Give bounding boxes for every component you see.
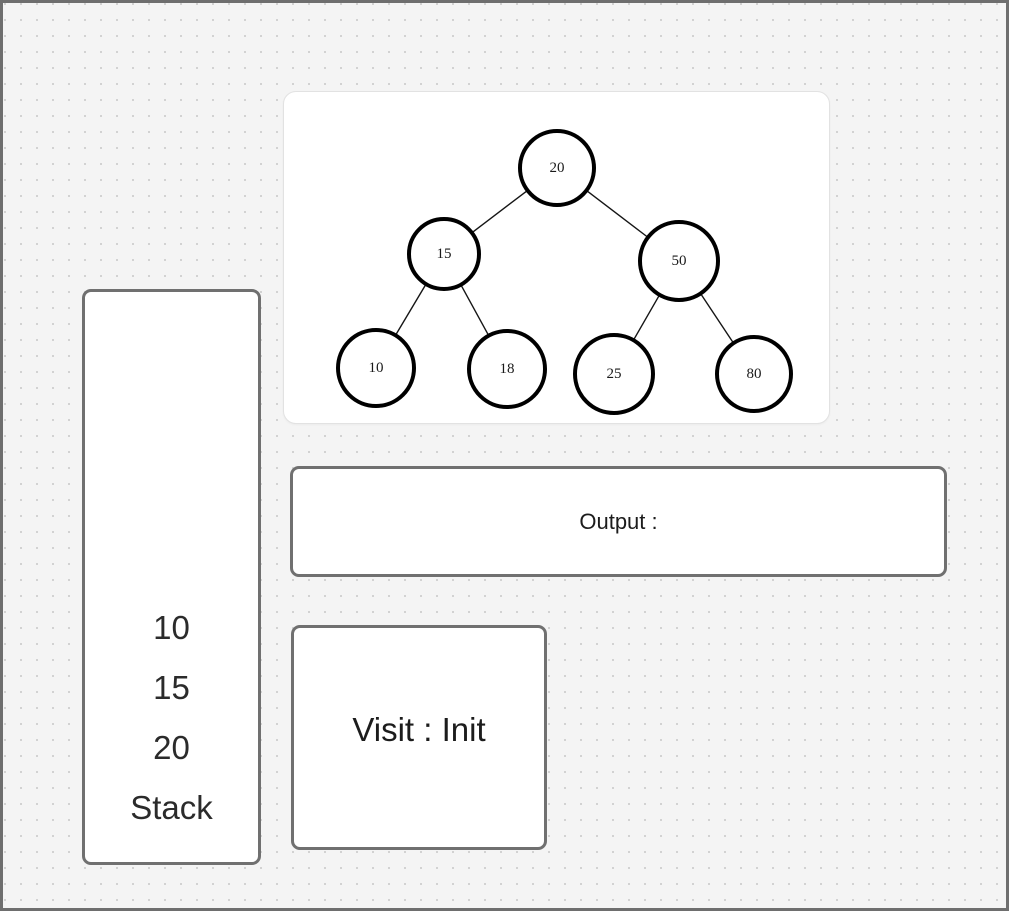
output-text: Output : [579,508,658,534]
tree-node-circle[interactable] [715,335,793,413]
stack-entry: 10 [153,608,190,646]
visit-text: Visit : Init [352,710,486,748]
tree-node-label: 50 [672,253,687,269]
tree-node-circle[interactable] [638,220,720,302]
tree-node-label: 18 [500,361,515,377]
tree-node-label: 10 [369,360,384,376]
tree-edge-group [395,190,734,343]
stack-entry: 15 [153,668,190,706]
tree-graph: 20 15 50 10 18 25 80 [336,129,793,415]
tree-node-15[interactable]: 15 [407,217,481,291]
tree-edge-20-50 [586,190,648,238]
tree-panel: 20 15 50 10 18 25 80 [283,91,830,424]
tree-edge-15-18 [460,285,489,336]
tree-node-label: 80 [747,366,762,382]
visit-panel[interactable]: Visit : Init [291,625,547,850]
stack-title: Stack [130,788,213,826]
tree-node-80[interactable]: 80 [715,335,793,413]
stack-panel[interactable]: 10 15 20 Stack [82,289,261,865]
output-panel[interactable]: Output : [290,466,947,577]
tree-edge-15-10 [395,284,427,335]
tree-node-label: 20 [550,160,565,176]
tree-node-10[interactable]: 10 [336,328,416,408]
stack-entry-list: 10 15 20 [153,598,190,778]
tree-node-50[interactable]: 50 [638,220,720,302]
tree-node-label: 15 [437,246,452,262]
tree-node-group: 20 15 50 10 18 25 80 [336,129,793,415]
tree-node-label: 25 [607,366,622,382]
tree-edge-50-80 [700,293,734,343]
tree-node-circle[interactable] [407,217,481,291]
tree-node-18[interactable]: 18 [467,329,547,409]
tree-node-circle[interactable] [573,333,655,415]
tree-node-20[interactable]: 20 [518,129,596,207]
tree-node-25[interactable]: 25 [573,333,655,415]
tree-node-circle[interactable] [336,328,416,408]
tree-edge-50-25 [633,295,660,340]
tree-edge-20-15 [472,190,528,233]
tree-node-circle[interactable] [518,129,596,207]
stack-entry: 20 [153,728,190,766]
tree-node-circle[interactable] [467,329,547,409]
